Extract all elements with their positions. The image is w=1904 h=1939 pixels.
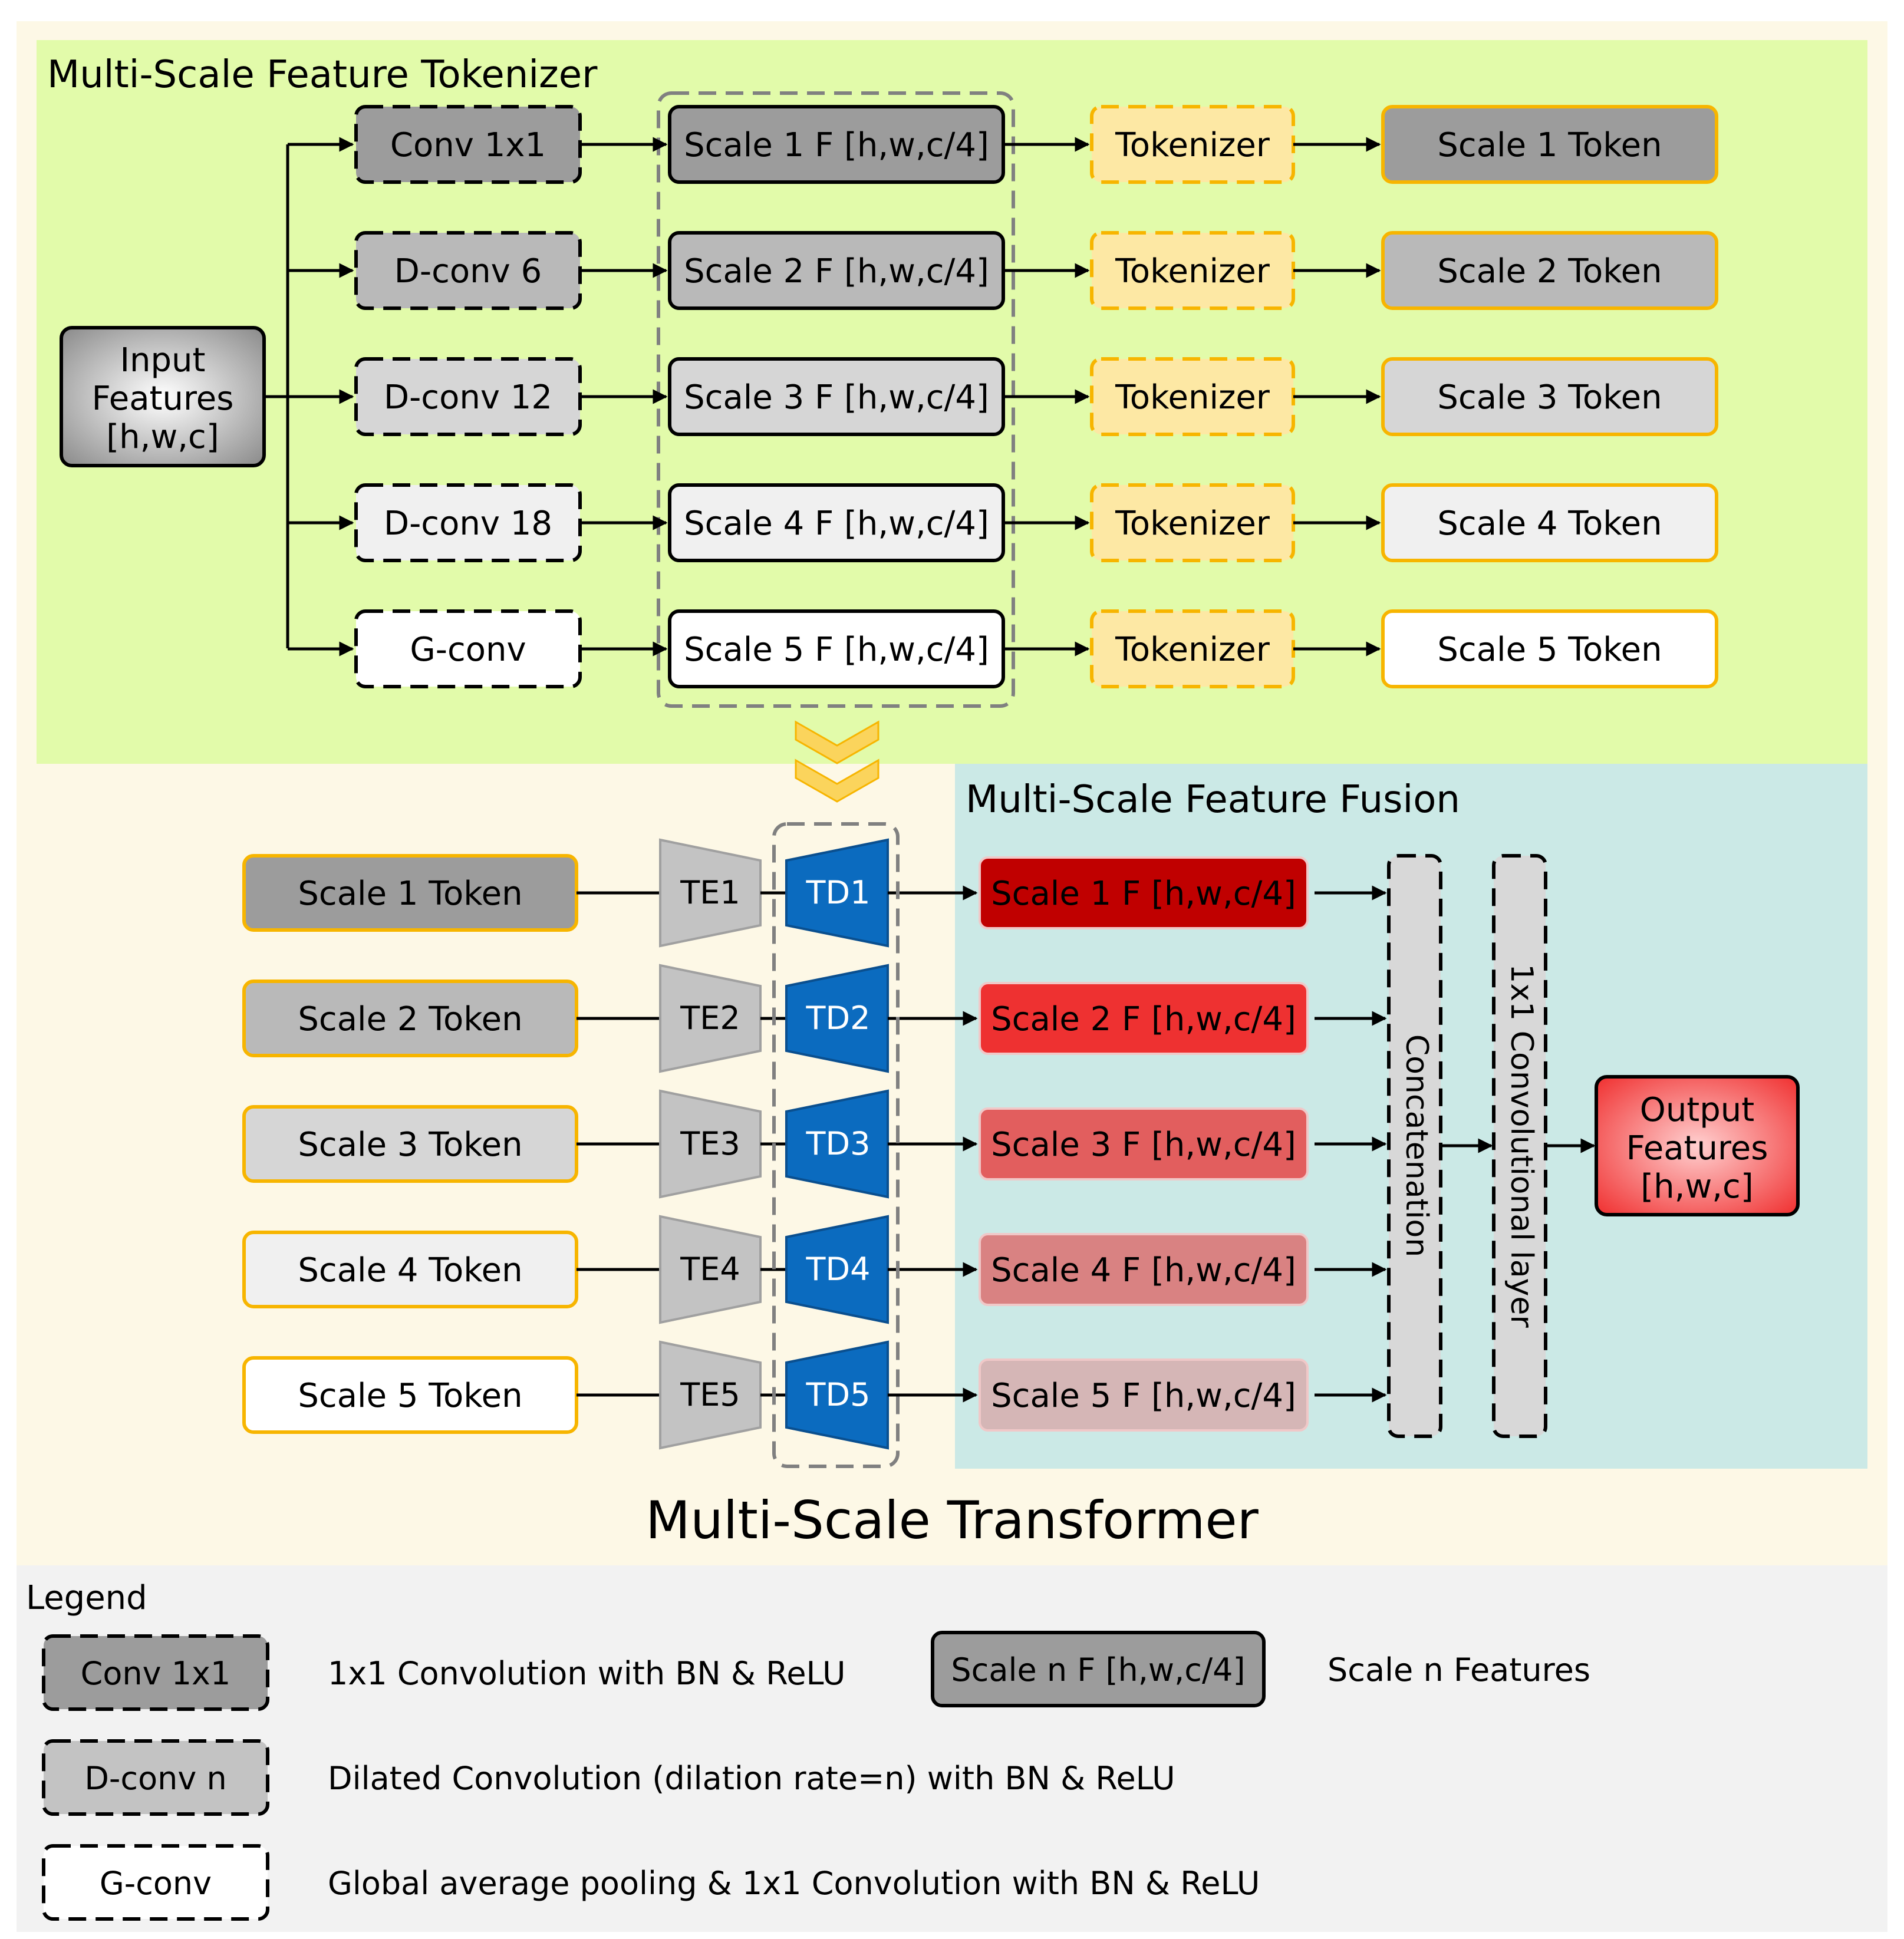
token-label-2: Scale 2 Token — [1437, 252, 1662, 291]
scale-feature-label-1: Scale 1 F [h,w,c/4] — [684, 126, 989, 164]
legend-gconv-item: G-conv Global average pooling & 1x1 Conv… — [42, 1844, 1260, 1921]
decoder-shape-4 — [785, 1215, 889, 1324]
fusion-feature-label-3: Scale 3 F [h,w,c/4] — [991, 1126, 1296, 1164]
encoder-shape-2 — [659, 964, 762, 1073]
encoder-label-3: TE3 — [680, 1125, 740, 1162]
conv-layer-block: 1x1 Convolutional layer — [1492, 854, 1547, 1438]
input-line-1: Input — [120, 341, 205, 380]
decoder-group-frame — [772, 822, 900, 1468]
conv-label-4: D-conv 18 — [384, 504, 552, 543]
tokenizer-title: Multi-Scale Feature Tokenizer — [47, 53, 598, 97]
legend-dconv-item: D-conv n Dilated Convolution (dilation r… — [42, 1739, 1175, 1816]
encoder-shape-3 — [659, 1089, 762, 1199]
down-chevrons-icon — [795, 720, 879, 803]
decoder-shape-5 — [785, 1340, 889, 1450]
legend-gconv-symbol: G-conv — [100, 1865, 212, 1902]
decoder-shape-3 — [785, 1089, 889, 1199]
token-box-4 — [1381, 483, 1718, 562]
decoder-label-4: TD4 — [806, 1251, 871, 1288]
token-box-1 — [1381, 105, 1718, 184]
scale-feature-label-3: Scale 3 F [h,w,c/4] — [684, 378, 989, 417]
token-box-2 — [1381, 231, 1718, 310]
token-label-4: Scale 4 Token — [1437, 504, 1662, 543]
encoder-label-2: TE2 — [680, 1000, 740, 1037]
fusion-feature-box-4 — [979, 1233, 1309, 1306]
output-line-1: Output — [1640, 1091, 1755, 1129]
concatenation-label: Concatenation — [1399, 1034, 1434, 1257]
input-line-2: Features — [92, 380, 234, 418]
legend-scale-feature-item: Scale n F [h,w,c/4] Scale n Features — [931, 1631, 1590, 1707]
input-features-box: Input Features [h,w,c] — [60, 326, 266, 467]
legend-dconv-symbol: D-conv n — [84, 1760, 226, 1797]
token-box-5 — [1381, 609, 1718, 688]
encoder-shape-4 — [659, 1215, 762, 1324]
transformer-token-label-1: Scale 1 Token — [298, 875, 522, 913]
transformer-rows: Scale 1 Token TE1 TD1 Scale 1 F [h,w,c/4] Sc… — [242, 838, 1387, 1450]
concatenation-block: Concatenation — [1387, 854, 1442, 1438]
token-label-5: Scale 5 Token — [1437, 631, 1662, 669]
fusion-feature-box-1 — [979, 856, 1309, 929]
fusion-feature-label-5: Scale 5 F [h,w,c/4] — [991, 1377, 1296, 1415]
fusion-title: Multi-Scale Feature Fusion — [966, 778, 1460, 822]
scale-feature-label-5: Scale 5 F [h,w,c/4] — [684, 631, 989, 669]
output-line-3: [h,w,c] — [1641, 1168, 1753, 1206]
legend-title: Legend — [26, 1579, 147, 1617]
legend-dconv-description: Dilated Convolution (dilation rate=n) wi… — [328, 1760, 1175, 1797]
tokenizer-label-4: Tokenizer — [1115, 504, 1270, 543]
conv-label-1: Conv 1x1 — [390, 126, 546, 164]
legend-conv-description: 1x1 Convolution with BN & ReLU — [328, 1655, 845, 1692]
output-features-box: Output Features [h,w,c] — [1595, 1075, 1800, 1216]
scale-features-group-frame — [657, 91, 1015, 708]
scale-feature-label-2: Scale 2 F [h,w,c/4] — [684, 252, 989, 291]
encoder-label-4: TE4 — [680, 1251, 740, 1288]
decoder-shape-2 — [785, 964, 889, 1073]
transformer-token-label-2: Scale 2 Token — [298, 1000, 522, 1038]
decoder-label-5: TD5 — [806, 1376, 871, 1413]
fusion-feature-box-3 — [979, 1107, 1309, 1180]
decoder-shape-1 — [785, 838, 889, 948]
transformer-token-label-4: Scale 4 Token — [298, 1251, 522, 1290]
conv-label-3: D-conv 12 — [384, 378, 552, 417]
tokenizer-label-5: Tokenizer — [1115, 631, 1270, 669]
fusion-feature-box-5 — [979, 1358, 1309, 1432]
legend-conv-item: Conv 1x1 1x1 Convolution with BN & ReLU — [42, 1634, 845, 1711]
legend-background — [17, 1565, 1887, 1932]
encoder-label-5: TE5 — [680, 1376, 740, 1413]
fusion-feature-label-4: Scale 4 F [h,w,c/4] — [991, 1251, 1296, 1290]
input-line-3: [h,w,c] — [106, 418, 219, 456]
token-label-3: Scale 3 Token — [1437, 378, 1662, 417]
fusion-feature-box-2 — [979, 982, 1309, 1055]
legend-scale-feature-description: Scale n Features — [1327, 1651, 1590, 1689]
legend: Conv 1x1 1x1 Convolution with BN & ReLU … — [42, 1631, 1590, 1921]
decoder-label-1: TD1 — [806, 874, 871, 911]
tokenizer-label-1: Tokenizer — [1115, 126, 1270, 164]
decoder-label-3: TD3 — [806, 1125, 871, 1162]
legend-scale-feature-symbol: Scale n F [h,w,c/4] — [951, 1651, 1245, 1689]
encoder-shape-1 — [659, 838, 762, 948]
fusion-feature-label-1: Scale 1 F [h,w,c/4] — [991, 875, 1296, 913]
conv-label-5: G-conv — [410, 631, 526, 669]
encoder-shape-5 — [659, 1340, 762, 1450]
legend-conv-symbol: Conv 1x1 — [81, 1655, 231, 1692]
conv-layer-label: 1x1 Convolutional layer — [1504, 964, 1539, 1328]
decoder-label-2: TD2 — [806, 1000, 871, 1037]
transformer-token-label-5: Scale 5 Token — [298, 1377, 522, 1415]
scale-feature-label-4: Scale 4 F [h,w,c/4] — [684, 504, 989, 543]
legend-gconv-description: Global average pooling & 1x1 Convolution… — [328, 1865, 1260, 1902]
output-line-2: Features — [1626, 1129, 1768, 1168]
encoder-label-1: TE1 — [680, 874, 740, 911]
fusion-feature-label-2: Scale 2 F [h,w,c/4] — [991, 1000, 1296, 1038]
transformer-title: Multi-Scale Transformer — [645, 1490, 1259, 1551]
token-box-3 — [1381, 357, 1718, 436]
conv-label-2: D-conv 6 — [394, 252, 542, 291]
tokenizer-label-2: Tokenizer — [1115, 252, 1270, 291]
transformer-token-label-3: Scale 3 Token — [298, 1126, 522, 1164]
tokenizer-label-3: Tokenizer — [1115, 378, 1270, 417]
token-label-1: Scale 1 Token — [1437, 126, 1662, 164]
